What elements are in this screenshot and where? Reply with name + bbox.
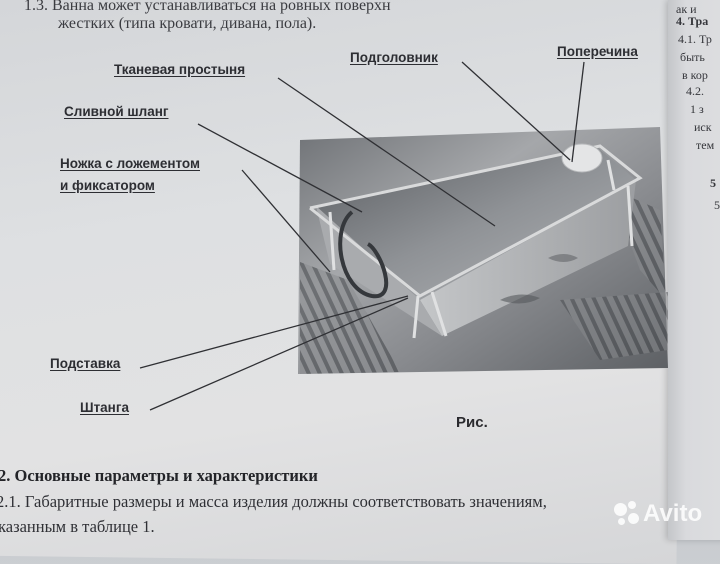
callout-lines: [139, 61, 585, 411]
facing-page-fragment: 5: [710, 176, 716, 190]
bathtub-illustration: [309, 143, 643, 339]
facing-page-fragment: 5: [714, 198, 720, 212]
intro-line-2: жестких (типа кровати, дивана, пола).: [58, 15, 317, 32]
facing-page-fragment: ак и: [676, 2, 697, 16]
section-paragraph-line-1: 2.1. Габаритные размеры и масса изделия …: [0, 492, 547, 511]
facing-page-fragment: 4. Тра: [676, 14, 709, 28]
section-heading: 2. Основные параметры и характеристики: [0, 466, 318, 485]
label-crossbar: Поперечина: [557, 44, 638, 59]
label-drain-hose: Сливной шланг: [64, 104, 169, 119]
facing-page-fragment: 4.1. Тр: [678, 32, 712, 46]
avito-wordmark: Avito: [643, 500, 703, 527]
label-leg-line-1: Ножка с ложементом: [60, 156, 200, 171]
facing-page-fragment: иск: [694, 120, 712, 134]
facing-page-fragment: 1 з: [690, 102, 704, 116]
avito-watermark: Avito: [614, 500, 702, 528]
facing-page-fragment: 4.2.: [686, 84, 704, 98]
intro-line-1: 1.3. Ванна может устанавливаться на ровн…: [24, 0, 391, 14]
figure-caption: Рис.: [456, 414, 488, 431]
label-fabric-sheet: Тканевая простыня: [114, 62, 246, 77]
figure-photo: [139, 61, 668, 411]
label-rod: Штанга: [80, 400, 129, 415]
label-headrest: Подголовник: [350, 50, 438, 65]
facing-page-fragment: тем: [696, 138, 715, 152]
label-leg-line-2: и фиксатором: [60, 178, 155, 193]
section-paragraph-line-2: казанным в таблице 1.: [0, 517, 155, 536]
facing-page-fragment: быть: [680, 50, 705, 64]
facing-page-fragment: в кор: [682, 68, 708, 82]
avito-logo-icon: [614, 501, 640, 527]
label-stand: Подставка: [50, 356, 121, 371]
facing-page: ак и 4. Тра 4.1. Тр быть в кор 4.2. 1 з …: [668, 0, 720, 540]
